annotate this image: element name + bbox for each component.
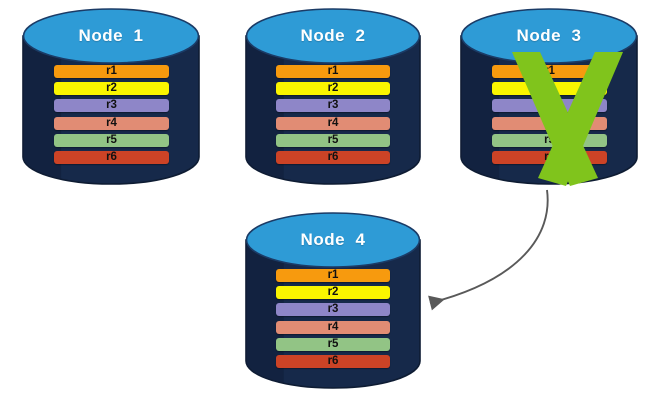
record-bar-r1[interactable]: r1 (276, 65, 390, 78)
cylinder-shading (246, 36, 284, 180)
cylinder-top-ellipse (245, 212, 421, 268)
cylinder-top-ellipse (460, 8, 638, 64)
record-bar-r6[interactable]: r6 (54, 151, 169, 164)
record-bar-r6[interactable]: r6 (492, 151, 607, 164)
cylinder-shading (246, 240, 284, 384)
record-bar-r2[interactable]: r2 (54, 82, 169, 95)
record-bar-r6[interactable]: r6 (276, 151, 390, 164)
record-bar-r5[interactable]: r5 (492, 134, 607, 147)
record-bar-r6[interactable]: r6 (276, 355, 390, 368)
record-bar-r1[interactable]: r1 (276, 269, 390, 282)
record-bar-r3[interactable]: r3 (276, 303, 390, 316)
record-bar-r2[interactable]: r2 (276, 286, 390, 299)
record-bar-r1[interactable]: r1 (492, 65, 607, 78)
cylinder-shading (461, 36, 500, 180)
record-bar-r4[interactable]: r4 (276, 321, 390, 334)
cylinder-shading (23, 36, 62, 180)
record-bar-r4[interactable]: r4 (276, 117, 390, 130)
record-bar-r3[interactable]: r3 (276, 99, 390, 112)
record-bar-r4[interactable]: r4 (54, 117, 169, 130)
record-bar-r3[interactable]: r3 (492, 99, 607, 112)
cylinder-top-ellipse (22, 8, 200, 64)
record-bar-r5[interactable]: r5 (276, 134, 390, 147)
cylinder-top-ellipse (245, 8, 421, 64)
record-bar-r2[interactable]: r2 (276, 82, 390, 95)
record-bar-r4[interactable]: r4 (492, 117, 607, 130)
record-bar-r2[interactable]: r2 (492, 82, 607, 95)
record-bar-r5[interactable]: r5 (276, 338, 390, 351)
record-bar-r5[interactable]: r5 (54, 134, 169, 147)
record-bar-r1[interactable]: r1 (54, 65, 169, 78)
record-bar-r3[interactable]: r3 (54, 99, 169, 112)
